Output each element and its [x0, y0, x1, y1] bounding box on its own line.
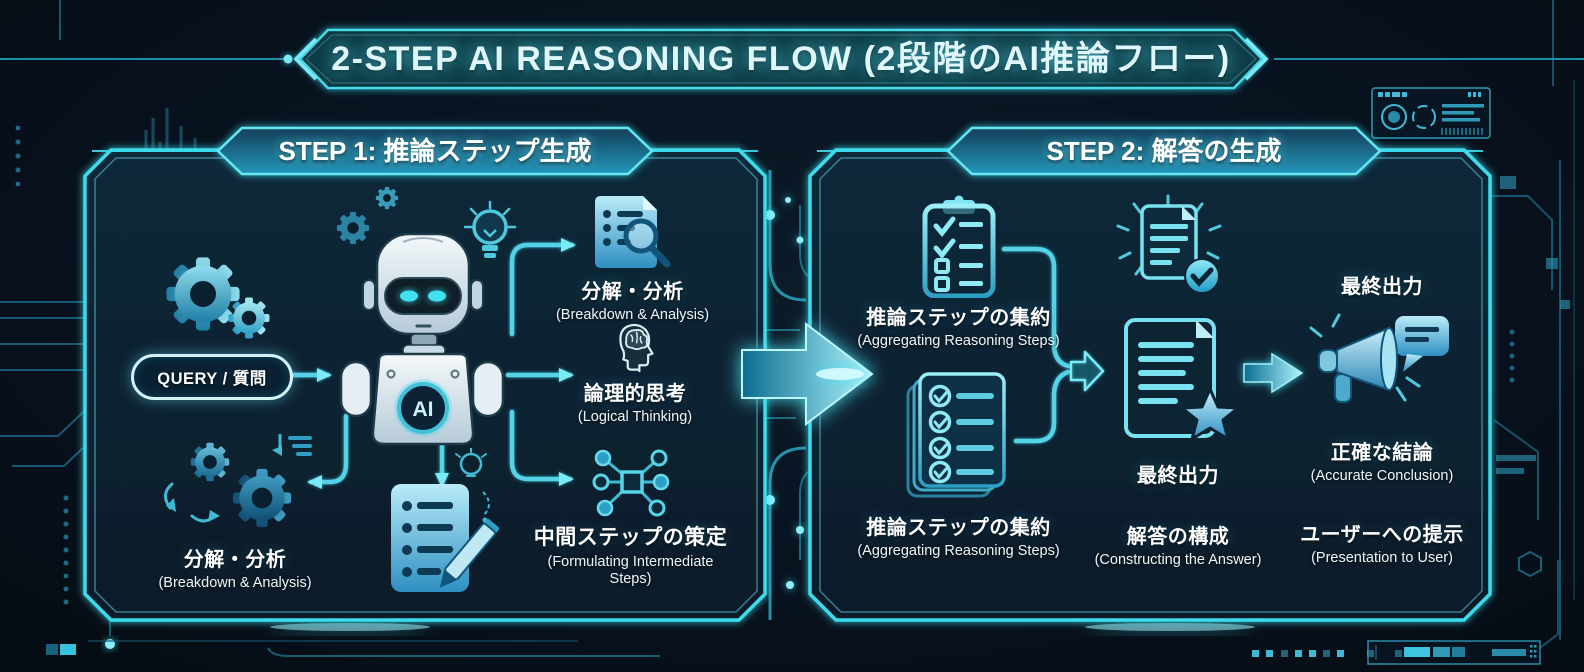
node-label-jp: 中間ステップの策定 [533, 526, 728, 549]
reasoning-notes [383, 448, 501, 603]
announce-result [1305, 312, 1453, 414]
gears-cycle-icon [163, 434, 312, 528]
node-label-jp: 正確な結論 [1330, 442, 1434, 464]
output-arrow-icon [1243, 352, 1304, 394]
node-label-en: (Breakdown & Analysis) [158, 575, 312, 591]
node-aggregate-bottom: 推論ステップの集約 (Aggregating Reasoning Steps) [856, 368, 1061, 560]
node-label-jp: 解答の構成 [1126, 526, 1230, 548]
document-magnifier-icon [594, 196, 670, 268]
node-label-jp: 分解・分析 [581, 281, 684, 303]
title-chevron-right [1244, 37, 1269, 81]
speech-bubble-icon [1395, 316, 1449, 372]
title-banner [298, 28, 1264, 90]
node-logical-thinking: 論理的思考 (Logical Thinking) [555, 320, 715, 426]
step2-header-banner [946, 126, 1382, 176]
node-accurate-conclusion: 正確な結論 (Accurate Conclusion) [1292, 436, 1472, 485]
node-aggregate-top: 推論ステップの集約 (Aggregating Reasoning Steps) [856, 194, 1061, 350]
query-pill: QUERY / 質問 [131, 354, 293, 400]
node-label-en: (Presentation to User) [1311, 550, 1453, 566]
page-title: 2-STEP AI REASONING FLOW (2段階のAI推論フロー) [331, 40, 1231, 78]
node-label-jp: 最終出力 [1137, 465, 1219, 487]
stacked-checklists-icon [906, 372, 1006, 498]
node-breakdown-top: 分解・分析 (Breakdown & Analysis) [545, 192, 720, 324]
node-final-output-right: 最終出力 [1322, 270, 1442, 299]
node-label-en: (Aggregating Reasoning Steps) [857, 333, 1060, 349]
query-pill-label: QUERY / 質問 [157, 370, 267, 388]
step1-connectors [290, 238, 576, 489]
step2-connectors [1001, 246, 1071, 444]
node-label-jp: 分解・分析 [183, 549, 287, 571]
robot-icon: AI [336, 186, 505, 446]
clipboard-check-icon [922, 195, 995, 298]
node-breakdown-bottom: 分解・分析 (Breakdown & Analysis) [135, 428, 335, 592]
node-label-en: (Aggregating Reasoning Steps) [857, 543, 1060, 559]
node-label-jp: 推論ステップの集約 [866, 307, 1051, 329]
document-check-rays-icon [1116, 194, 1222, 294]
node-constructing-answer: 解答の構成 (Constructing the Answer) [1078, 520, 1278, 569]
checklist-pencil-icon [391, 448, 500, 592]
document-star-icon [1124, 318, 1240, 441]
node-final-output-mid: 最終出力 [1098, 318, 1258, 488]
gears-icon [166, 257, 270, 339]
robot-ai-badge: AI [413, 398, 434, 421]
node-label-en: (Constructing the Answer) [1094, 552, 1262, 568]
megaphone-icon [1309, 313, 1449, 403]
node-label-jp: 最終出力 [1341, 276, 1423, 298]
node-label-en: (Breakdown & Analysis) [555, 307, 710, 323]
node-label-jp: 論理的思考 [583, 383, 687, 405]
node-label-jp: 推論ステップの集約 [866, 517, 1051, 539]
node-label-jp: ユーザーへの提示 [1300, 524, 1464, 546]
merge-arrow-icon [1069, 350, 1105, 392]
verified-output-doc [1106, 194, 1238, 314]
hud-panel-top-right [1371, 87, 1491, 139]
title-chevron-left [293, 37, 318, 81]
step1-header-label: STEP 1: 推論ステップ生成 [278, 136, 592, 166]
node-intermediate-steps: 中間ステップの策定 (Formulating Intermediate Step… [528, 446, 733, 588]
node-label-en: (Accurate Conclusion) [1310, 468, 1454, 484]
network-nodes-icon [592, 449, 669, 517]
step1-header-banner [216, 126, 654, 176]
idea-bulb [462, 200, 520, 272]
step2-header-label: STEP 2: 解答の生成 [1046, 136, 1282, 166]
circuit-decor-right [1490, 0, 1575, 649]
lightbulb-icon [463, 200, 517, 258]
bottom-decor [46, 623, 1541, 665]
ai-robot: AI [333, 182, 511, 464]
node-presentation-user: ユーザーへの提示 (Presentation to User) [1282, 518, 1482, 567]
node-label-en: (Logical Thinking) [577, 409, 693, 425]
brain-head-icon [619, 323, 654, 373]
center-flow-arrow-icon [741, 321, 874, 427]
node-label-en: (Formulating Intermediate Steps) [547, 554, 714, 588]
input-gears [150, 250, 280, 344]
